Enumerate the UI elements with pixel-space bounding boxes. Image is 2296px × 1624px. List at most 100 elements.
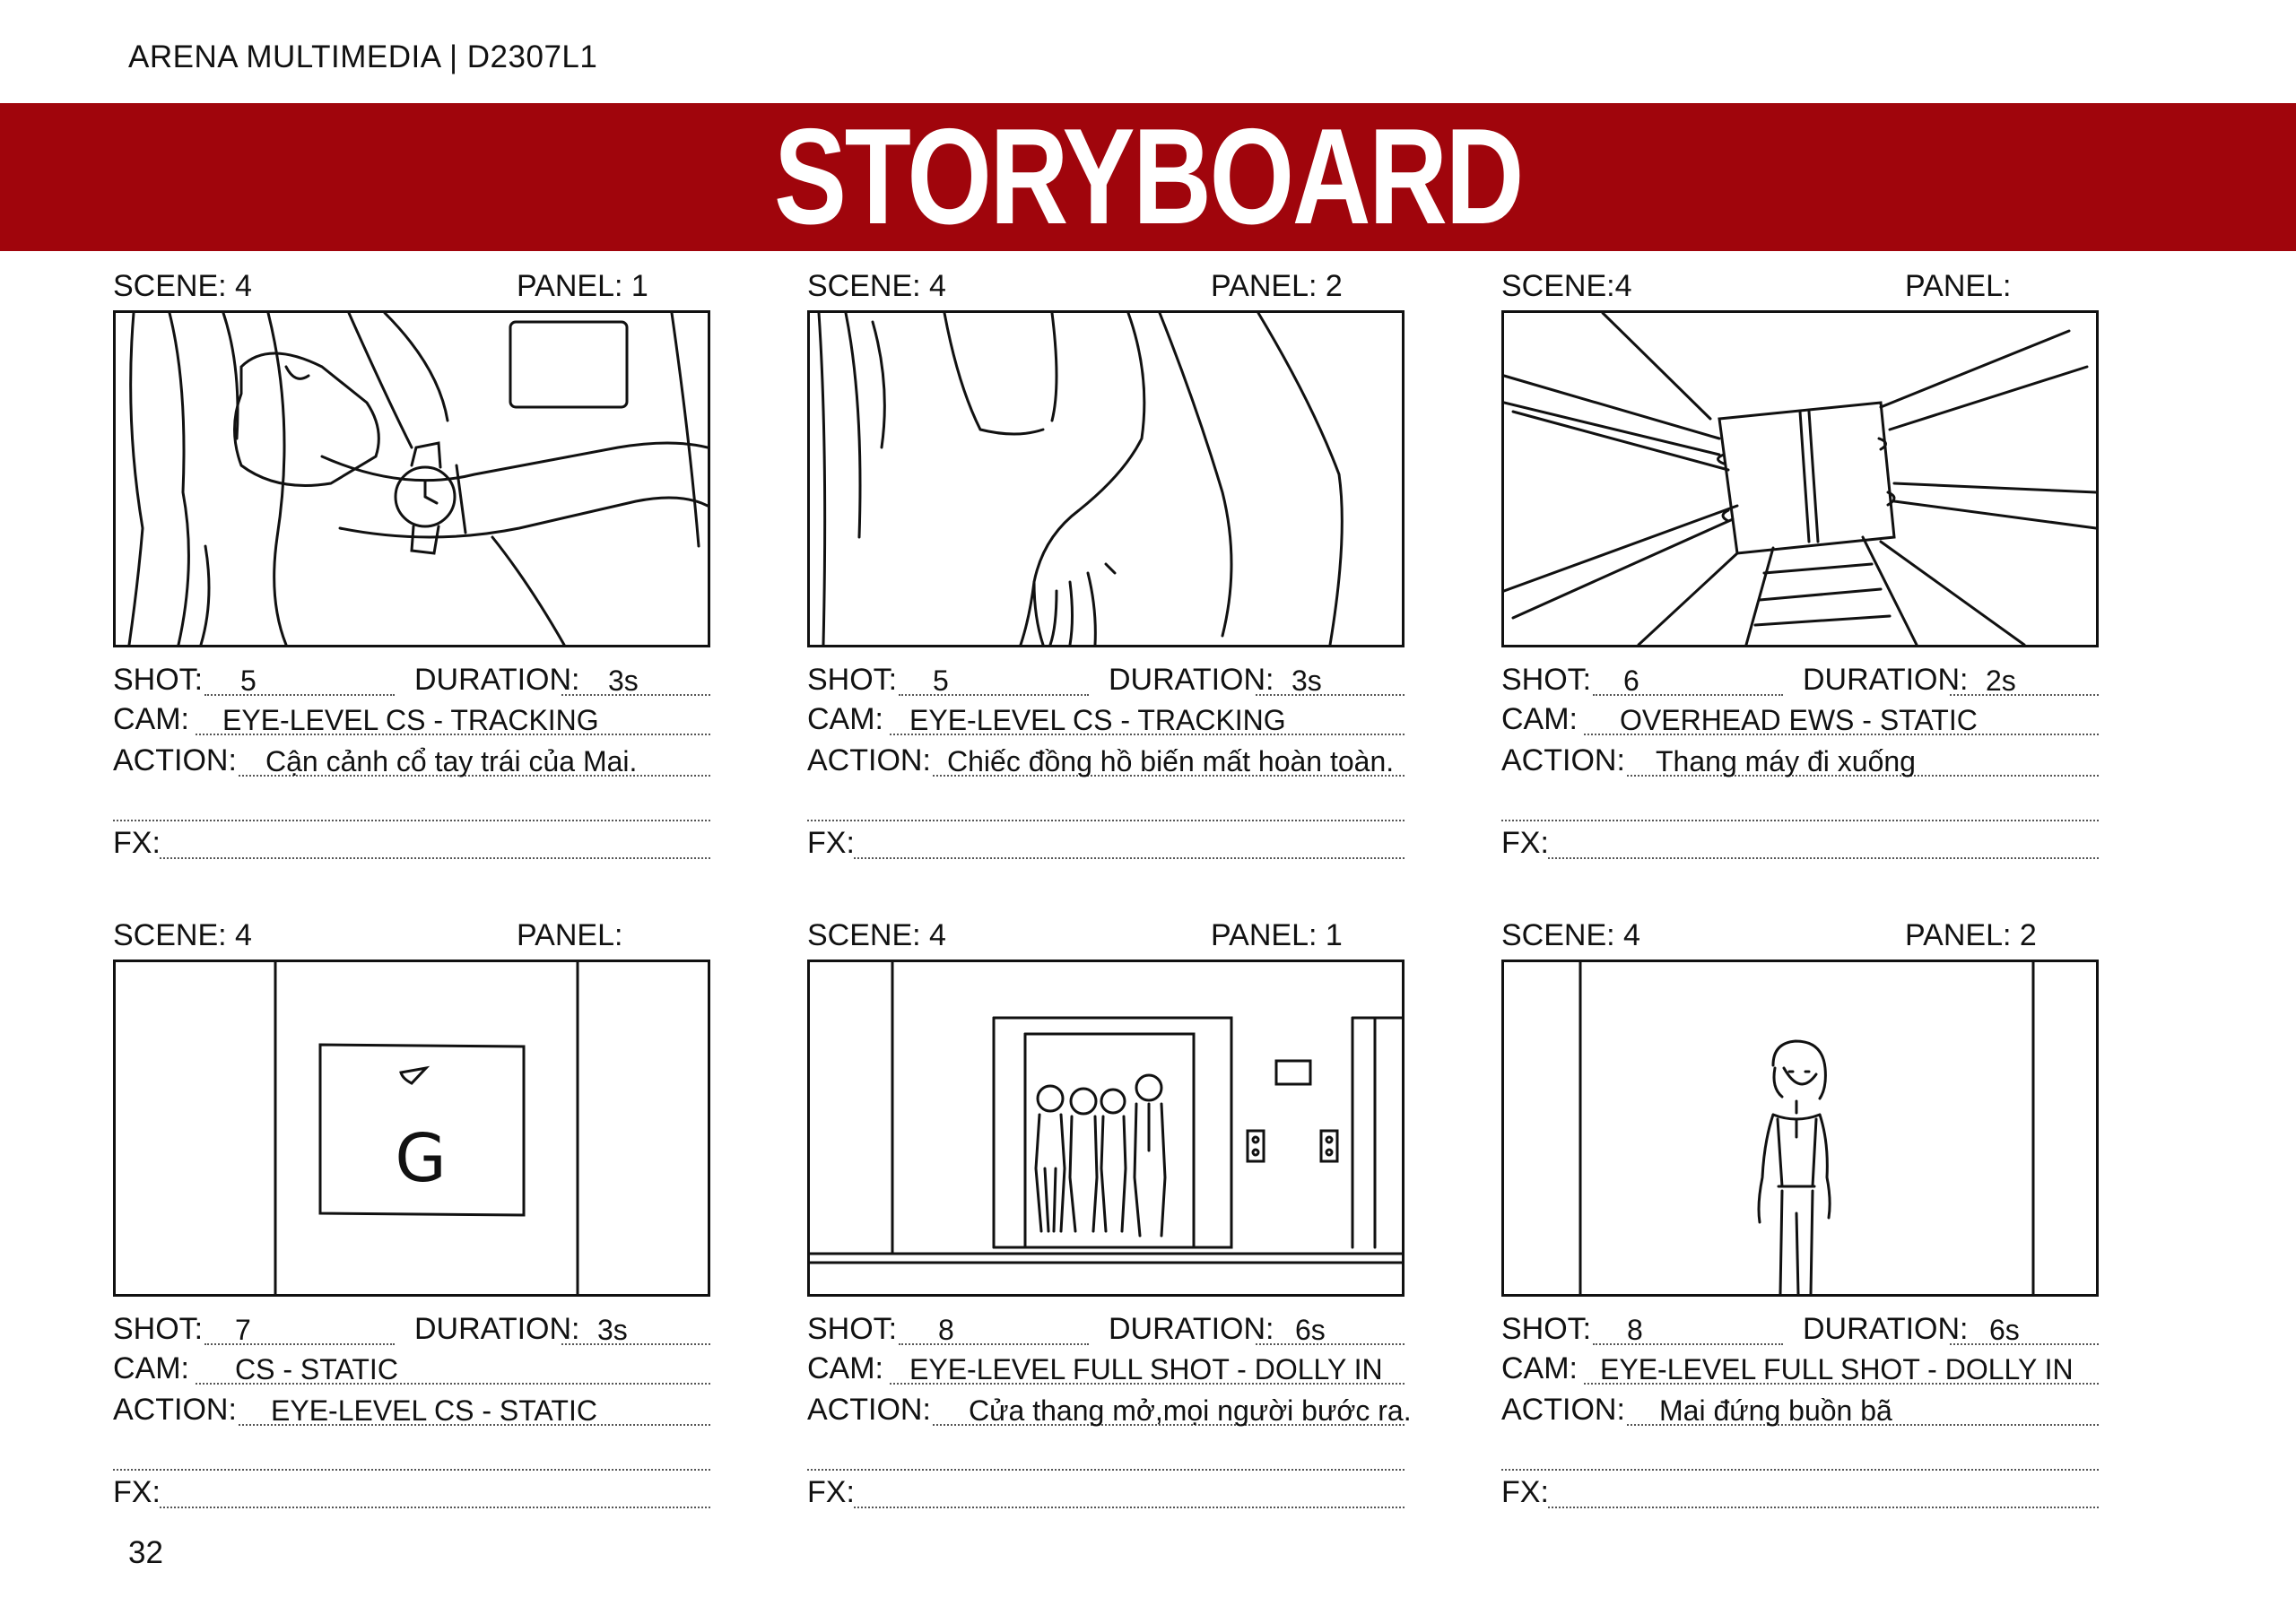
cam-value: CS - STATIC <box>235 1353 398 1385</box>
shot-value: 5 <box>240 664 257 697</box>
cam-label: CAM: <box>1501 1351 1578 1385</box>
duration-value: 3s <box>608 664 639 697</box>
fx-label: FX: <box>1501 1475 1549 1509</box>
scene-value: 4 <box>929 918 946 952</box>
duration-value: 2s <box>1986 664 2016 697</box>
scene-value: 4 <box>235 269 252 303</box>
scene-label: SCENE: <box>807 918 921 952</box>
storyboard-card-1: SCENE: 4 PANEL: 1 SHOT: 5 DUR <box>113 269 710 915</box>
scene-value: 4 <box>1623 918 1640 952</box>
org-name: ARENA MULTIMEDIA <box>128 39 440 74</box>
action-label: ACTION: <box>807 1393 931 1427</box>
action-label: ACTION: <box>113 1393 237 1427</box>
panel-label: PANEL: <box>1211 269 1318 303</box>
action-continuation-line <box>807 820 1405 821</box>
duration-label: DURATION: <box>414 1312 580 1346</box>
action-value: EYE-LEVEL CS - STATIC <box>271 1394 597 1427</box>
cam-value: OVERHEAD EWS - STATIC <box>1620 704 1978 736</box>
scene-value: 4 <box>235 918 252 952</box>
duration-label: DURATION: <box>414 663 580 697</box>
duration-value: 3s <box>1292 664 1322 697</box>
duration-label: DURATION: <box>1109 1312 1274 1346</box>
sketch-frame-mai-standing <box>1501 960 2099 1297</box>
storyboard-card-2: SCENE: 4 PANEL: 2 SHOT: 5 DURATION: 3s C… <box>807 269 1405 915</box>
scene-label: SCENE: <box>113 269 227 303</box>
panel-value: 2 <box>2019 918 2037 952</box>
floor-indicator-text: G <box>395 1120 446 1197</box>
title-banner: STORYBOARD <box>0 103 2296 251</box>
shot-label: SHOT: <box>113 663 204 697</box>
storyboard-card-5: SCENE: 4 PANEL: 1 <box>807 918 1412 1564</box>
fx-label: FX: <box>113 826 161 860</box>
panel-label: PANEL: <box>1905 269 2012 303</box>
scene-label: SCENE: <box>1501 269 1615 303</box>
shot-label: SHOT: <box>1501 1312 1592 1346</box>
shot-value: 5 <box>933 664 949 697</box>
scene-value: 4 <box>1614 269 1632 303</box>
header-divider: | <box>448 39 467 74</box>
action-value: Thang máy đi xuống <box>1656 745 1916 777</box>
panel-label: PANEL: <box>517 269 623 303</box>
panel-value: 2 <box>1325 269 1343 303</box>
cam-value: EYE-LEVEL FULL SHOT - DOLLY IN <box>909 1353 1383 1385</box>
panel-label: PANEL: <box>1211 918 1318 952</box>
action-value: Chiếc đồng hồ biến mất hoàn toàn. <box>947 745 1395 777</box>
duration-label: DURATION: <box>1803 663 1969 697</box>
sketch-frame-empty-wrist <box>807 310 1405 647</box>
cam-label: CAM: <box>113 1351 189 1385</box>
sketch-frame-wrist-watch <box>113 310 710 647</box>
action-value: Cửa thang mở,mọi người bước ra. <box>969 1394 1412 1427</box>
document-header: ARENA MULTIMEDIA | D2307L1 <box>128 39 597 75</box>
action-value: Cận cảnh cổ tay trái của Mai. <box>265 745 638 777</box>
cam-label: CAM: <box>807 702 883 736</box>
duration-value: 6s <box>1295 1314 1326 1346</box>
scene-label: SCENE: <box>807 269 921 303</box>
shot-value: 7 <box>235 1314 251 1346</box>
cam-label: CAM: <box>113 702 189 736</box>
panel-value: 1 <box>1325 918 1343 952</box>
scene-label: SCENE: <box>1501 918 1615 952</box>
shot-value: 6 <box>1623 664 1639 697</box>
duration-label: DURATION: <box>1803 1312 1969 1346</box>
action-value: Mai đứng buồn bã <box>1659 1394 1892 1427</box>
action-continuation-line <box>1501 820 2099 821</box>
action-label: ACTION: <box>113 743 237 777</box>
action-continuation-line <box>1501 1469 2099 1471</box>
fx-label: FX: <box>807 826 855 860</box>
action-continuation-line <box>807 1469 1405 1471</box>
panel-value: 1 <box>631 269 648 303</box>
shot-label: SHOT: <box>807 663 898 697</box>
shot-value: 8 <box>938 1314 954 1346</box>
class-code: D2307L1 <box>466 39 598 74</box>
sketch-frame-elevator-open <box>807 960 1405 1297</box>
storyboard-card-4: SCENE: 4 PANEL: G SHOT: 7 DURATION: 3s C… <box>113 918 710 1564</box>
duration-value: 6s <box>1989 1314 2020 1346</box>
page-number: 32 <box>128 1535 163 1570</box>
cam-label: CAM: <box>807 1351 883 1385</box>
sketch-frame-floor-indicator: G <box>113 960 710 1297</box>
fx-label: FX: <box>1501 826 1549 860</box>
action-label: ACTION: <box>1501 1393 1625 1427</box>
fx-label: FX: <box>113 1475 161 1509</box>
scene-label: SCENE: <box>113 918 227 952</box>
action-continuation-line <box>113 820 710 821</box>
action-label: ACTION: <box>807 743 931 777</box>
page-title: STORYBOARD <box>773 100 1524 253</box>
panel-label: PANEL: <box>1905 918 2012 952</box>
panel-label: PANEL: <box>517 918 623 952</box>
action-continuation-line <box>113 1469 710 1471</box>
duration-label: DURATION: <box>1109 663 1274 697</box>
storyboard-card-6: SCENE: 4 PANEL: 2 SHOT: 8 DURATION: <box>1501 918 2099 1564</box>
shot-label: SHOT: <box>1501 663 1592 697</box>
shot-label: SHOT: <box>113 1312 204 1346</box>
storyboard-card-3: SCENE:4 PANEL: <box>1501 269 2099 915</box>
cam-label: CAM: <box>1501 702 1578 736</box>
cam-value: EYE-LEVEL FULL SHOT - DOLLY IN <box>1600 1353 2074 1385</box>
fx-label: FX: <box>807 1475 855 1509</box>
shot-value: 8 <box>1627 1314 1643 1346</box>
sketch-frame-elevator-shaft <box>1501 310 2099 647</box>
cam-value: EYE-LEVEL CS - TRACKING <box>909 704 1286 736</box>
scene-value: 4 <box>929 269 946 303</box>
duration-value: 3s <box>597 1314 628 1346</box>
cam-value: EYE-LEVEL CS - TRACKING <box>222 704 599 736</box>
